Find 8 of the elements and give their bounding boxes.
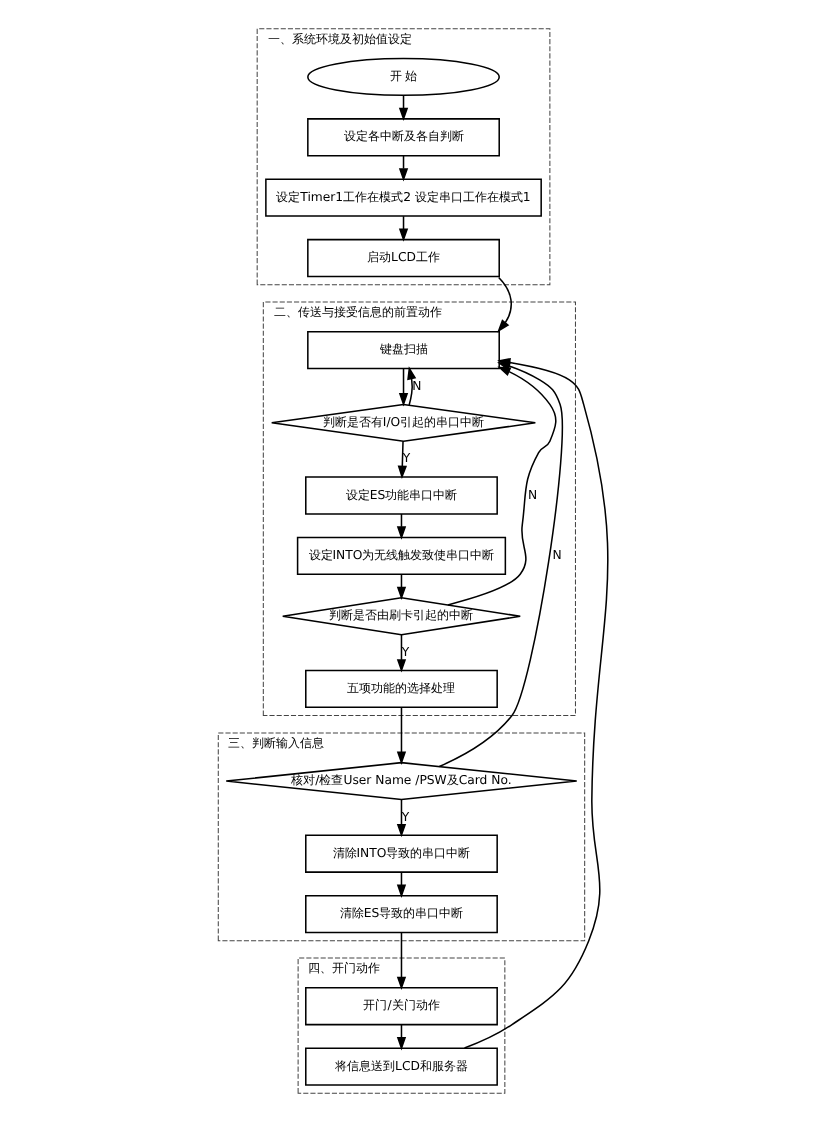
arrow (406, 366, 416, 406)
arrow (395, 932, 406, 991)
arrow (396, 440, 406, 480)
arrow (395, 798, 406, 838)
arrow (395, 707, 406, 765)
arrow (496, 276, 511, 333)
arrow (397, 367, 408, 407)
arrow (395, 634, 406, 673)
